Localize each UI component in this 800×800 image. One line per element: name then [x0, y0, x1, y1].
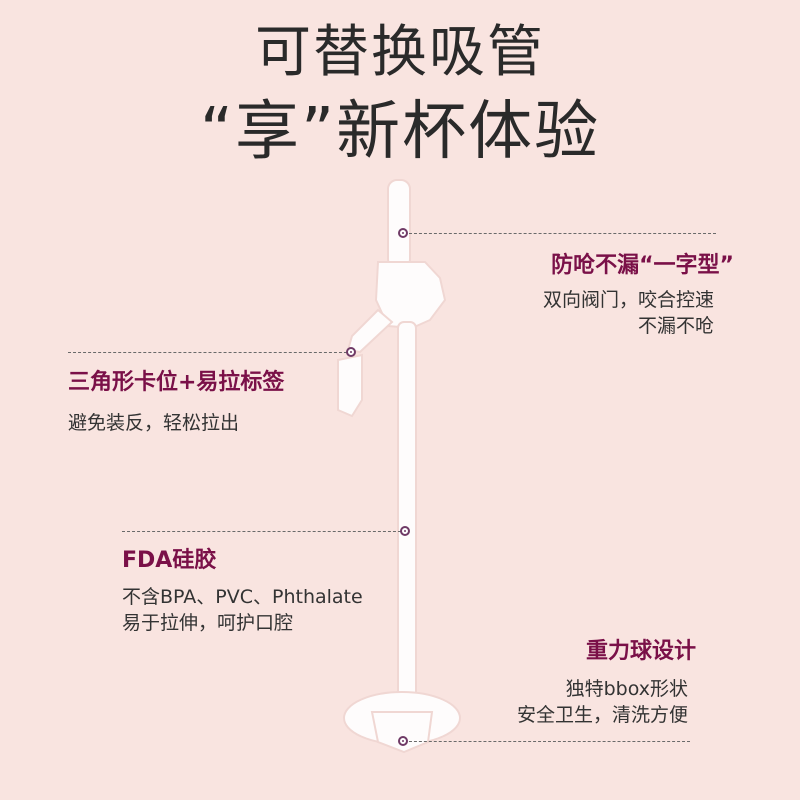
- feature-heading-2: 三角形卡位+易拉标签: [68, 370, 285, 395]
- leader-line-3: [122, 531, 406, 532]
- feature-heading-1: 防呛不漏“一字型”: [551, 253, 734, 278]
- feature-desc-1a: 双向阀门，咬合控速: [542, 289, 714, 311]
- feature-desc-4b: 安全卫生，清洗方便: [516, 704, 688, 726]
- feature-desc-3b: 易于拉伸，呵护口腔: [122, 612, 294, 634]
- callout-dot-1: [398, 228, 408, 238]
- callout-dot-3: [400, 526, 410, 536]
- page-title-line2: “享”新杯体验: [199, 95, 601, 169]
- feature-desc-1b: 不漏不呛: [637, 315, 714, 337]
- page-title-line1: 可替换吸管: [255, 20, 545, 85]
- callout-dot-4: [398, 736, 408, 746]
- feature-heading-3: FDA硅胶: [122, 548, 217, 573]
- feature-heading-4: 重力球设计: [585, 639, 696, 664]
- feature-desc-4a: 独特bbox形状: [565, 678, 688, 700]
- leader-line-4: [404, 741, 690, 742]
- leader-line-2: [68, 352, 352, 353]
- feature-desc-2a: 避免装反，轻松拉出: [68, 412, 240, 434]
- feature-desc-3a: 不含BPA、PVC、Phthalate: [122, 586, 363, 608]
- leader-line-1: [404, 233, 716, 234]
- callout-dot-2: [346, 347, 356, 357]
